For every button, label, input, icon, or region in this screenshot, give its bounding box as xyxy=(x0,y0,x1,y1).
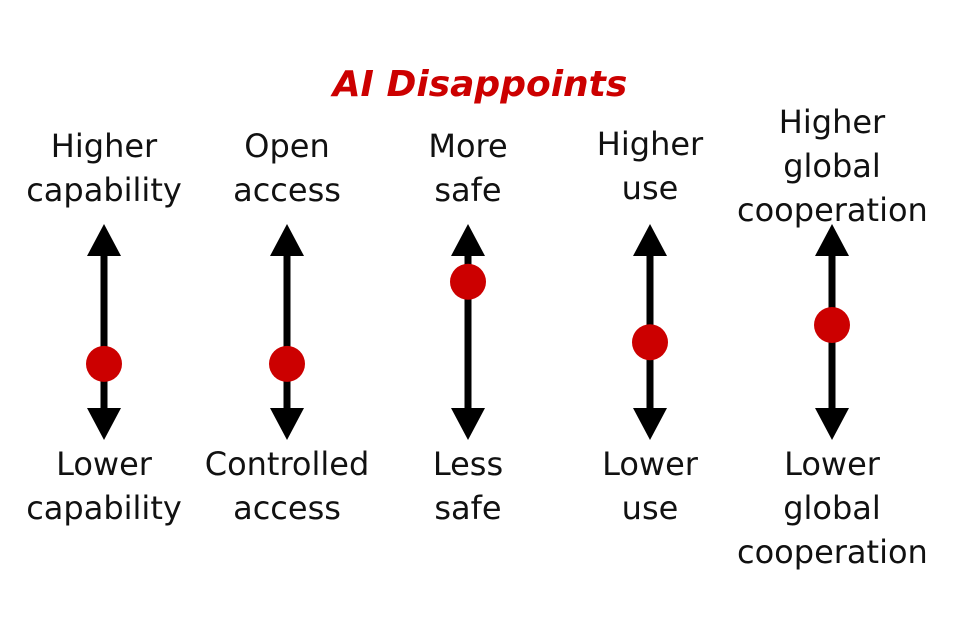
diagram-title: AI Disappoints xyxy=(332,64,628,105)
bottom-label: Less safe xyxy=(373,442,563,530)
arrow-down-head xyxy=(633,408,667,440)
top-label-line: More xyxy=(428,127,508,165)
top-label-line: global xyxy=(783,147,881,185)
axis-column-capability: Higher capability Lower capability xyxy=(9,0,199,640)
axis-column-access: Open access Controlled access xyxy=(192,0,382,640)
position-dot xyxy=(632,324,668,361)
top-label-line: cooperation xyxy=(737,191,928,229)
position-dot xyxy=(86,345,122,382)
top-label-line: Higher xyxy=(778,103,886,141)
top-label-line: Higher xyxy=(596,125,704,163)
bottom-label: Lower capability xyxy=(9,442,199,530)
arrow-down-head xyxy=(815,408,849,440)
bottom-label-line: safe xyxy=(434,489,502,527)
double-arrow-axis xyxy=(814,224,850,440)
top-label-line: use xyxy=(621,169,679,207)
top-label: More safe xyxy=(373,124,563,212)
axis-column-use: Higher use Lower use xyxy=(555,0,745,640)
bottom-label-line: cooperation xyxy=(737,533,928,571)
bottom-label-line: Less xyxy=(432,445,504,483)
arrow-down-head xyxy=(451,408,485,440)
arrow-up-head xyxy=(270,224,304,256)
arrow-down-head xyxy=(270,408,304,440)
bottom-label-line: access xyxy=(233,489,341,527)
arrow-down-head xyxy=(87,408,121,440)
position-dot xyxy=(269,345,305,382)
bottom-label-line: capability xyxy=(26,489,182,527)
axis-column-cooperation: Higher global cooperation Lower global c… xyxy=(737,0,928,640)
top-label: Higher use xyxy=(555,122,745,210)
double-arrow-axis xyxy=(269,224,305,440)
bottom-label-line: Lower xyxy=(602,445,698,483)
arrow-up-head xyxy=(633,224,667,256)
top-label-line: Higher xyxy=(50,127,158,165)
bottom-label-line: Lower xyxy=(56,445,152,483)
bottom-label: Lower global cooperation xyxy=(737,442,928,574)
position-dot xyxy=(450,263,486,300)
top-label-line: Open xyxy=(244,127,330,165)
double-arrow-axis xyxy=(450,224,486,440)
top-label-line: safe xyxy=(434,171,502,209)
arrow-up-head xyxy=(815,224,849,256)
arrow-up-head xyxy=(87,224,121,256)
top-label: Higher capability xyxy=(9,124,199,212)
axis-column-safety: More safe Less safe xyxy=(373,0,563,640)
bottom-label-line: use xyxy=(621,489,679,527)
top-label: Higher global cooperation xyxy=(737,100,928,232)
top-label-line: access xyxy=(233,171,341,209)
position-dot xyxy=(814,306,850,343)
bottom-label-line: Controlled xyxy=(204,445,370,483)
top-label: Open access xyxy=(192,124,382,212)
double-arrow-axis xyxy=(632,224,668,440)
bottom-label-line: global xyxy=(783,489,881,527)
bottom-label: Controlled access xyxy=(192,442,382,530)
bottom-label-line: Lower xyxy=(784,445,880,483)
bottom-label: Lower use xyxy=(555,442,745,530)
double-arrow-axis xyxy=(86,224,122,440)
arrow-up-head xyxy=(451,224,485,256)
top-label-line: capability xyxy=(26,171,182,209)
